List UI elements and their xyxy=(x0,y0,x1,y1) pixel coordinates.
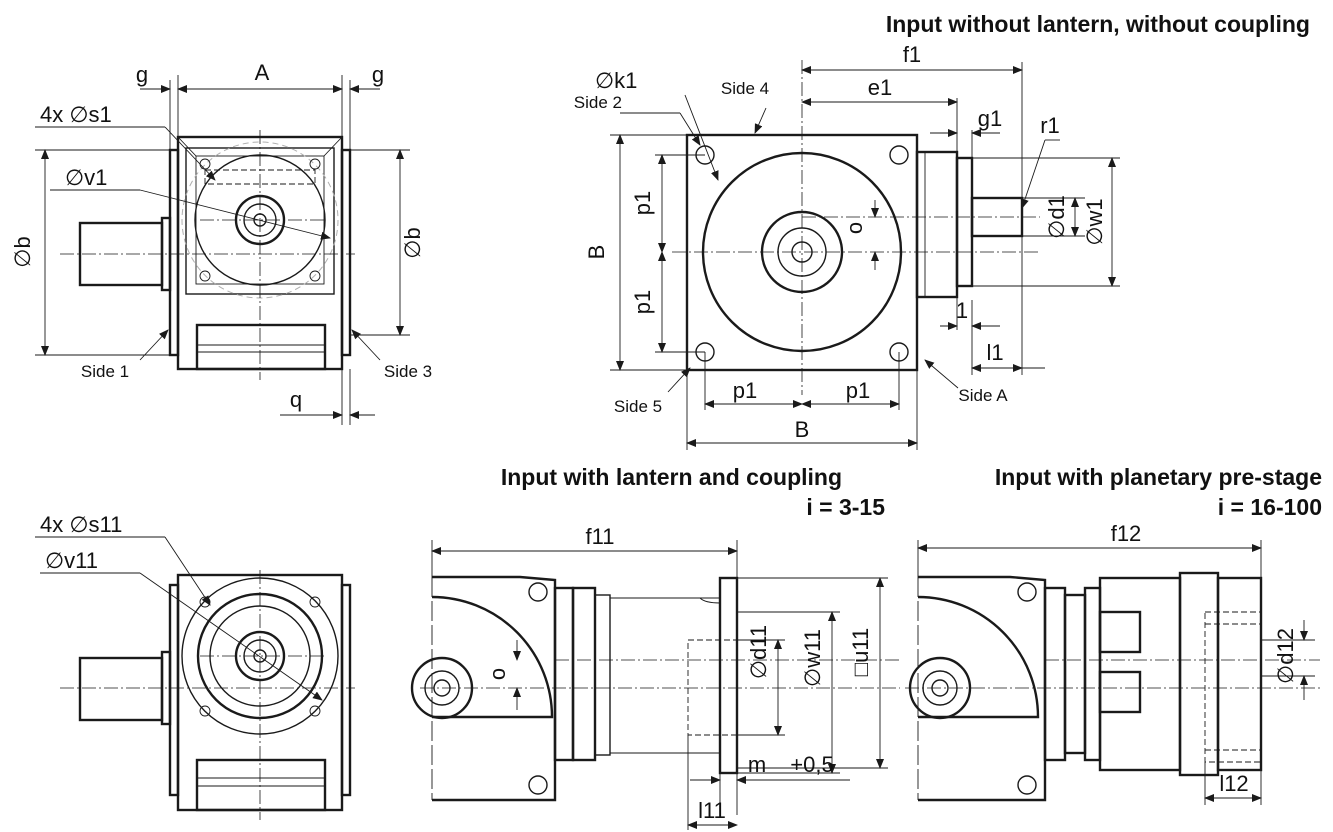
heading-lantern-coupling: Input with lantern and coupling xyxy=(501,464,842,490)
dim-tolerance: +0,5 xyxy=(790,752,833,777)
heading-no-lantern: Input without lantern, without coupling xyxy=(886,11,1310,37)
dim-w11: ∅w11 xyxy=(800,629,825,687)
dim-u11: □u11 xyxy=(848,628,873,676)
dim-v11: ∅v11 xyxy=(45,548,98,573)
dim-g1: g1 xyxy=(978,106,1002,131)
view-input-no-lantern: f1 e1 g1 r1 ∅k1 ∅d1 ∅w1 o B p1 p1 p1 p1 … xyxy=(574,42,1120,450)
dim-o-lantern: o xyxy=(485,668,510,680)
dim-l11: l11 xyxy=(698,798,726,823)
dim-l12: l12 xyxy=(1219,771,1248,796)
view-lantern-coupling: f11 ∅d11 ∅w11 □u11 o m +0,5 l11 xyxy=(410,524,900,830)
heading-planetary: Input with planetary pre-stage xyxy=(995,464,1322,490)
dim-p1-lower: p1 xyxy=(630,290,655,314)
dim-e1: e1 xyxy=(868,75,892,100)
dim-d12: ∅d12 xyxy=(1273,628,1298,684)
view-planetary-prestage: f12 ∅d12 l12 xyxy=(905,521,1320,805)
dim-p1-left: p1 xyxy=(733,378,757,403)
dim-l1: l1 xyxy=(986,340,1003,365)
dim-o: o xyxy=(842,222,867,234)
dim-v1: ∅v1 xyxy=(65,165,107,190)
dim-f11: f11 xyxy=(586,524,615,549)
label-side-3: Side 3 xyxy=(384,362,432,381)
dim-b-left: ∅b xyxy=(10,236,35,267)
view-front-top-left: g A g 4x ∅s1 ∅v1 ∅b ∅b q Side 1 Side 3 xyxy=(10,60,432,425)
label-side-4: Side 4 xyxy=(721,79,769,98)
dim-g-left: g xyxy=(136,62,148,87)
dim-d11: ∅d11 xyxy=(746,625,771,679)
dim-p1-right: p1 xyxy=(846,378,870,403)
dim-B-vertical: B xyxy=(584,245,609,260)
dim-f1: f1 xyxy=(903,42,921,67)
dim-d1: ∅d1 xyxy=(1044,195,1069,239)
dim-s11: 4x ∅s11 xyxy=(40,512,122,537)
dim-s1: 4x ∅s1 xyxy=(40,102,112,127)
label-side-2: Side 2 xyxy=(574,93,622,112)
label-side-1: Side 1 xyxy=(81,362,129,381)
dim-k1: ∅k1 xyxy=(595,68,637,93)
dim-A: A xyxy=(255,60,270,85)
dim-p1-upper: p1 xyxy=(630,191,655,215)
heading-planetary-ratio: i = 16-100 xyxy=(1218,494,1322,520)
label-side-A: Side A xyxy=(958,386,1008,405)
dim-r1: r1 xyxy=(1040,113,1060,138)
dim-one: 1 xyxy=(956,298,968,323)
dim-b-right: ∅b xyxy=(400,227,425,258)
heading-lantern-ratio: i = 3-15 xyxy=(806,494,885,520)
label-side-5: Side 5 xyxy=(614,397,662,416)
dim-f12: f12 xyxy=(1111,521,1142,546)
dim-m: m xyxy=(748,752,766,777)
dim-q: q xyxy=(290,387,302,412)
view-front-bottom-left: 4x ∅s11 ∅v11 xyxy=(35,512,355,820)
dim-g-right: g xyxy=(372,62,384,87)
dim-B-horizontal: B xyxy=(795,417,810,442)
dim-w1: ∅w1 xyxy=(1082,198,1107,245)
